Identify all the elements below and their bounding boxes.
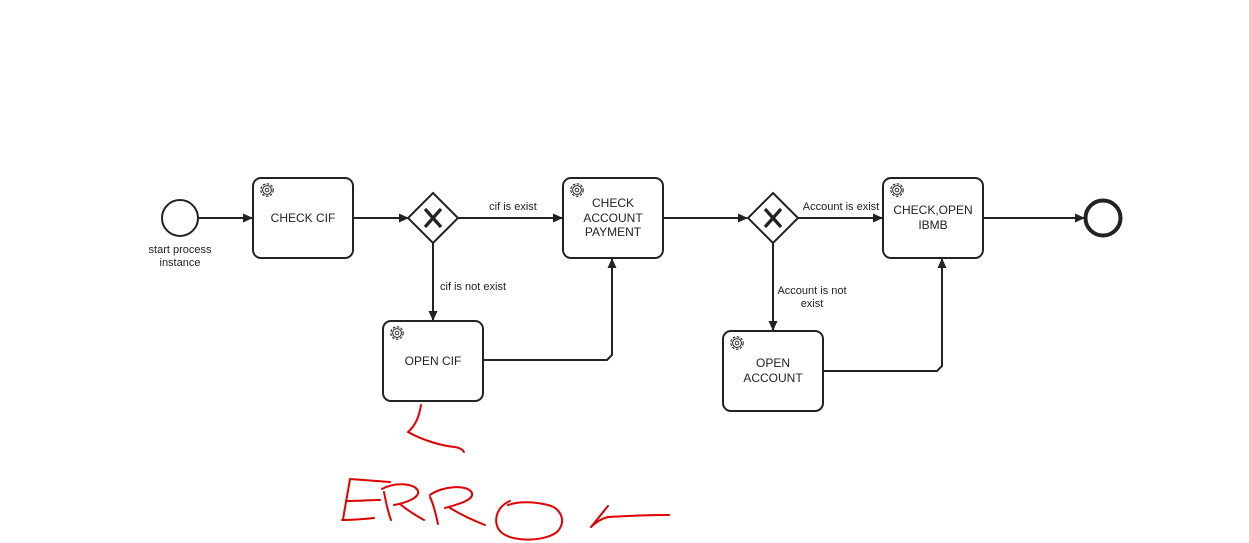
task-check-cif[interactable]: CHECK CIF: [252, 177, 354, 259]
flow-open-account-to-check-open-ibmb[interactable]: [823, 258, 947, 372]
task-open-account[interactable]: OPEN ACCOUNT: [722, 330, 824, 412]
gateway-account[interactable]: [746, 191, 800, 245]
flow-label-account-not-exists-line1: Account is not: [777, 285, 846, 297]
annotation-letter-r: [429, 486, 486, 526]
task-check-open-ibmb[interactable]: CHECK,OPEN IBMB: [882, 177, 984, 259]
exclusive-x-icon: [423, 207, 443, 229]
task-check-account-payment[interactable]: CHECK ACCOUNT PAYMENT: [562, 177, 664, 259]
start-event[interactable]: [161, 199, 199, 237]
start-event-label-line2: instance: [160, 257, 201, 269]
task-check-cif-label: CHECK CIF: [271, 211, 336, 225]
task-check-open-ibmb-line2: IBMB: [918, 218, 947, 232]
task-check-open-ibmb-line1: CHECK,OPEN: [893, 203, 972, 217]
flow-label-cif-exists: cif is exist: [489, 201, 537, 213]
annotation-arrow-stroke: [590, 505, 670, 528]
gateway-cif[interactable]: [406, 191, 460, 245]
task-check-account-payment-line1: CHECK: [592, 196, 634, 210]
flow-label-account-exists: Account is exist: [803, 201, 879, 213]
task-open-account-line1: OPEN: [756, 356, 790, 370]
annotation-letter-r: [381, 483, 425, 521]
flow-label-account-not-exists-line2: exist: [801, 298, 824, 310]
task-open-account-line2: ACCOUNT: [743, 371, 803, 385]
exclusive-x-icon: [763, 207, 783, 229]
task-check-account-payment-line3: PAYMENT: [585, 225, 642, 239]
flow-label-cif-not-exists: cif is not exist: [440, 281, 506, 293]
task-check-account-payment-line2: ACCOUNT: [583, 211, 643, 225]
annotation-letter-o: [495, 500, 563, 541]
handwritten-error-annotation: [341, 404, 670, 541]
start-event-label-line1: start process: [149, 244, 212, 256]
end-event[interactable]: [1083, 198, 1123, 238]
annotation-letter-e: [341, 478, 391, 521]
sequence-flows: [199, 213, 1085, 372]
task-open-cif[interactable]: OPEN CIF: [382, 320, 484, 402]
annotation-arrow-stroke: [407, 404, 465, 453]
flow-open-cif-to-check-account-payment[interactable]: [483, 258, 617, 361]
task-open-cif-label: OPEN CIF: [405, 354, 462, 368]
